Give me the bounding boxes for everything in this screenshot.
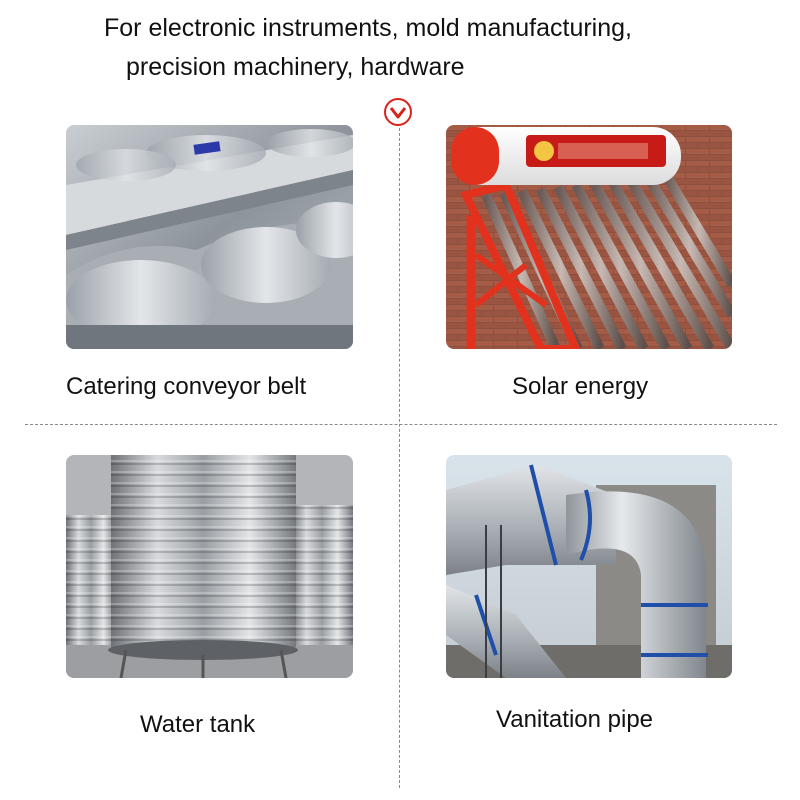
application-caption: Vanitation pipe (496, 706, 654, 733)
header-line-2: precision machinery, hardware (126, 53, 465, 81)
header-line-1: For electronic instruments, mold manufac… (104, 14, 632, 42)
vertical-divider (399, 128, 400, 788)
chevron-down-icon (384, 98, 412, 126)
horizontal-divider (25, 424, 777, 425)
solar-water-heater-photo (446, 125, 732, 349)
application-caption: Water tank (140, 711, 256, 738)
ventilation-pipe-photo (446, 455, 732, 678)
application-caption: Solar energy (512, 373, 649, 400)
conveyor-belt-photo (66, 125, 353, 349)
application-caption: Catering conveyor belt (66, 373, 307, 400)
water-tank-photo (66, 455, 353, 678)
